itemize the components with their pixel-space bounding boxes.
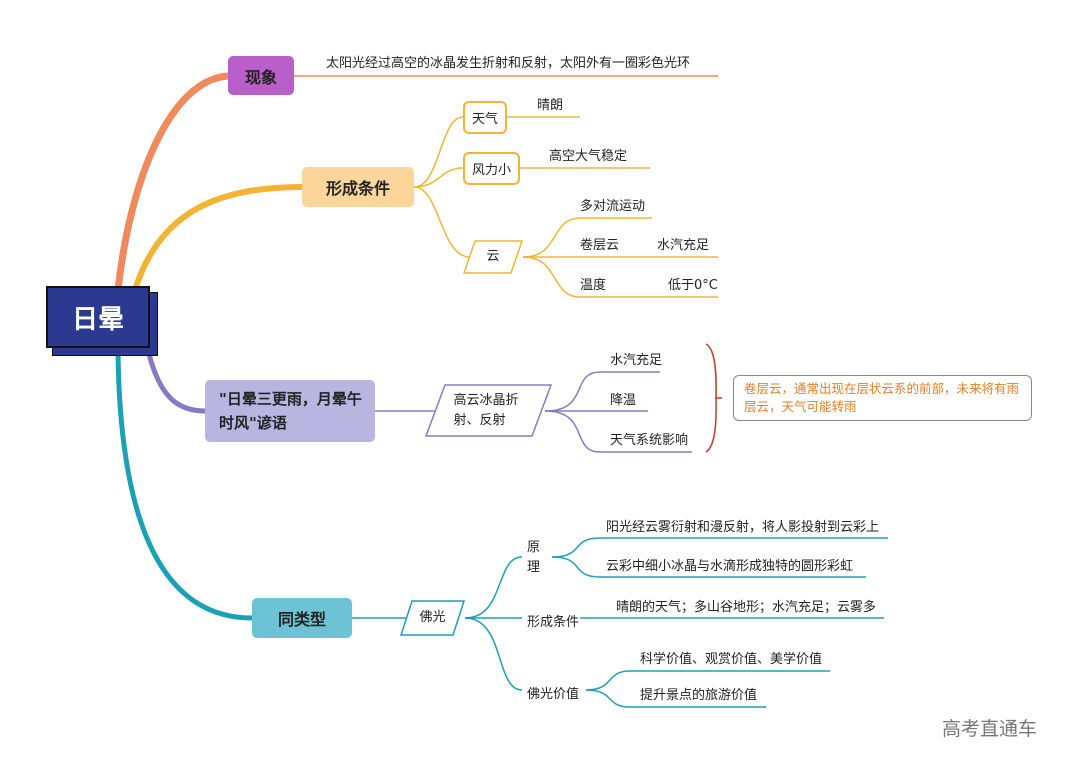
wind-label: 风力小: [471, 163, 511, 178]
similar-label: 同类型: [277, 610, 326, 629]
cloud-item: 卷层云: [580, 238, 620, 253]
wind-node[interactable]: 风力小: [463, 152, 520, 185]
proverb-reason-node[interactable]: 高云冰晶折射、反射: [425, 384, 552, 437]
cloud-item-value: 低于0°C: [668, 278, 718, 293]
weather-label: 天气: [471, 112, 498, 127]
proverb-item: 降温: [610, 393, 637, 408]
watermark: 高考直通车: [942, 718, 1038, 740]
cloud-item: 温度: [580, 278, 607, 293]
proverb-reason-label: 高云冰晶折射、反射: [453, 392, 519, 428]
proverb-item: 水汽充足: [610, 353, 663, 368]
proverb-label: "日晕三更雨，月晕午时风"谚语: [219, 390, 362, 432]
weather-value: 晴朗: [537, 98, 564, 113]
buddha-conditions-label: 形成条件: [527, 615, 580, 630]
branch-phenomenon: [114, 72, 229, 291]
principle-item: 云彩中细小冰晶与水滴形成独特的圆形彩虹: [606, 559, 854, 574]
buddha-conditions-text: 晴朗的天气；多山谷地形；水汽充足；云雾多: [616, 600, 877, 615]
conditions-label: 形成条件: [325, 179, 390, 198]
proverb-note: 卷层云，通常出现在层状云系的前部，未来将有雨层云，天气可能转雨: [733, 375, 1032, 421]
branch-conditions: [132, 184, 303, 291]
cloud-item: 多对流运动: [580, 199, 646, 214]
wind-value: 高空大气稳定: [549, 149, 628, 164]
buddha-light-label: 佛光: [419, 610, 446, 625]
branch-similar: [115, 351, 253, 621]
branch-proverb: [145, 349, 206, 414]
proverb-item: 天气系统影响: [610, 433, 689, 448]
phenomenon-node[interactable]: 现象: [228, 56, 294, 95]
cloud-node[interactable]: 云: [463, 240, 523, 274]
root-node[interactable]: 日晕: [46, 286, 150, 348]
cloud-item-value: 水汽充足: [657, 238, 710, 253]
cloud-label: 云: [486, 249, 500, 264]
principle-item: 阳光经云雾衍射和漫反射，将人影投射到云彩上: [606, 520, 880, 535]
similar-node[interactable]: 同类型: [252, 598, 352, 638]
buddha-value-item: 科学价值、观赏价值、美学价值: [640, 652, 823, 667]
proverb-node[interactable]: "日晕三更雨，月晕午时风"谚语: [205, 380, 375, 442]
bracket: [705, 343, 722, 453]
buddha-value-item: 提升景点的旅游价值: [640, 688, 758, 703]
conditions-node[interactable]: 形成条件: [302, 167, 414, 207]
root-label: 日晕: [71, 304, 124, 335]
phenomenon-label: 现象: [244, 67, 277, 87]
phenomenon-text: 太阳光经过高空的冰晶发生折射和反射，太阳外有一圈彩色光环: [326, 56, 691, 71]
buddha-light-node[interactable]: 佛光: [400, 600, 465, 636]
principle-label: 原理: [527, 540, 541, 575]
buddha-value-label: 佛光价值: [527, 687, 580, 702]
weather-node[interactable]: 天气: [463, 101, 507, 134]
